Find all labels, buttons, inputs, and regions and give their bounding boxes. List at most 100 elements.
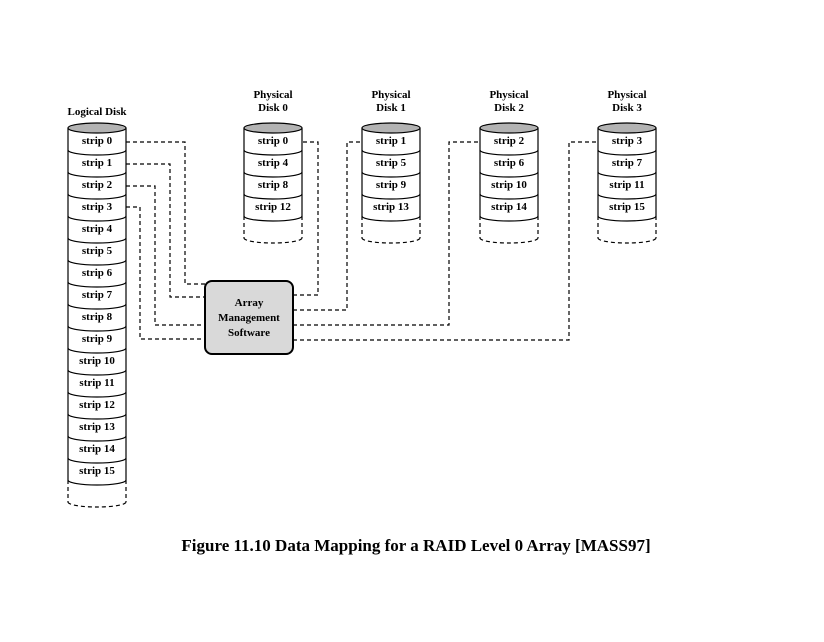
software-box-line3: Software — [228, 327, 270, 339]
physical-disk-1-strip-divider — [361, 193, 421, 200]
logical-disk-strip-1: strip 1 — [82, 157, 112, 169]
logical-disk-strip-divider — [67, 347, 127, 354]
physical-disk-3-strip-0: strip 3 — [612, 135, 643, 147]
figure-caption: Figure 11.10 Data Mapping for a RAID Lev… — [181, 536, 650, 555]
physical-disk-3-title-line1: Physical — [607, 89, 646, 101]
physical-disk-2-title-line2: Disk 2 — [494, 102, 524, 114]
physical-disk-1-bottom-dashed — [361, 237, 421, 244]
logical-disk-strip-15: strip 15 — [79, 465, 115, 477]
mapping-line-6 — [293, 141, 480, 326]
physical-disk-3: Physical Disk 3 strip 3 strip 7 strip 11 st… — [597, 89, 657, 244]
mapping-lines — [126, 141, 598, 341]
array-management-software-box: Array Management Software — [204, 280, 294, 355]
logical-disk-strip-6: strip 6 — [82, 267, 113, 279]
physical-disk-2-title-line1: Physical — [489, 89, 528, 101]
physical-disk-0-top — [243, 122, 303, 134]
logical-disk-strip-2: strip 2 — [82, 179, 113, 191]
physical-disk-3-top — [597, 122, 657, 134]
logical-disk-strip-divider — [67, 457, 127, 464]
physical-disk-0-strip-2: strip 8 — [258, 179, 289, 191]
mapping-line-4 — [293, 141, 319, 296]
physical-disk-1-title-line1: Physical — [371, 89, 410, 101]
physical-disk-0-strip-divider — [243, 149, 303, 156]
software-box-line1: Array — [235, 297, 264, 309]
physical-disk-3-strip-divider — [597, 193, 657, 200]
physical-disk-1-strip-divider — [361, 215, 421, 222]
logical-disk-top — [67, 122, 127, 134]
physical-disk-2: Physical Disk 2 strip 2 strip 6 strip 10 st… — [479, 89, 539, 244]
logical-disk-strip-divider — [67, 171, 127, 178]
physical-disk-1-strip-divider — [361, 171, 421, 178]
physical-disk-0-strip-divider — [243, 193, 303, 200]
physical-disk-0-strip-divider — [243, 215, 303, 222]
logical-disk-strip-divider — [67, 259, 127, 266]
physical-disk-0-strip-3: strip 12 — [255, 201, 291, 213]
logical-disk-strip-14: strip 14 — [79, 443, 115, 455]
logical-disk-strip-0: strip 0 — [82, 135, 113, 147]
physical-disk-3-strip-3: strip 15 — [609, 201, 645, 213]
physical-disk-3-title-line2: Disk 3 — [612, 102, 642, 114]
logical-disk-strip-divider — [67, 435, 127, 442]
physical-disk-0-title-line1: Physical — [253, 89, 292, 101]
physical-disk-3-strip-2: strip 11 — [609, 179, 644, 191]
mapping-line-7 — [293, 141, 598, 341]
physical-disks: Physical Disk 0 strip 0 strip 4 strip 8 str… — [243, 89, 657, 244]
logical-disk-strip-divider — [67, 413, 127, 420]
logical-disk-strip-3: strip 3 — [82, 201, 113, 213]
logical-disk-strip-divider — [67, 369, 127, 376]
logical-disk-strip-9: strip 9 — [82, 333, 113, 345]
logical-disk-strip-divider — [67, 479, 127, 486]
logical-disk-strip-8: strip 8 — [82, 311, 113, 323]
physical-disk-0-title-line2: Disk 0 — [258, 102, 288, 114]
logical-disk-strip-7: strip 7 — [82, 289, 113, 301]
mapping-line-0 — [126, 141, 205, 285]
physical-disk-2-strip-divider — [479, 215, 539, 222]
physical-disk-0-bottom-dashed — [243, 237, 303, 244]
physical-disk-3-bottom-dashed — [597, 237, 657, 244]
logical-disk-strip-divider — [67, 281, 127, 288]
logical-disk-strip-divider — [67, 325, 127, 332]
logical-disk-strip-divider — [67, 215, 127, 222]
mapping-line-1 — [126, 163, 205, 298]
physical-disk-0-strip-divider — [243, 171, 303, 178]
logical-disk-bottom-dashed — [67, 501, 127, 508]
physical-disk-2-bottom-dashed — [479, 237, 539, 244]
logical-disk-strip-divider — [67, 193, 127, 200]
physical-disk-1-strip-3: strip 13 — [373, 201, 409, 213]
logical-disk-strip-4: strip 4 — [82, 223, 113, 235]
logical-disk-strip-divider — [67, 303, 127, 310]
physical-disk-2-strip-2: strip 10 — [491, 179, 527, 191]
physical-disk-1-strip-0: strip 1 — [376, 135, 406, 147]
physical-disk-1-strip-2: strip 9 — [376, 179, 407, 191]
physical-disk-3-strip-divider — [597, 149, 657, 156]
physical-disk-2-strip-0: strip 2 — [494, 135, 525, 147]
logical-disk-title: Logical Disk — [68, 106, 128, 118]
physical-disk-0-strip-1: strip 4 — [258, 157, 289, 169]
logical-disk-strip-divider — [67, 237, 127, 244]
logical-disk-strip-11: strip 11 — [79, 377, 114, 389]
physical-disk-2-strip-3: strip 14 — [491, 201, 527, 213]
mapping-line-2 — [126, 185, 205, 326]
physical-disk-2-top — [479, 122, 539, 134]
logical-disk-strip-10: strip 10 — [79, 355, 115, 367]
physical-disk-3-strip-1: strip 7 — [612, 157, 643, 169]
physical-disk-2-strip-1: strip 6 — [494, 157, 525, 169]
software-box-frame — [204, 280, 294, 355]
physical-disk-3-strip-divider — [597, 171, 657, 178]
logical-disk-strip-divider — [67, 149, 127, 156]
physical-disk-1-strip-divider — [361, 149, 421, 156]
logical-disk-strip-divider — [67, 391, 127, 398]
physical-disk-1-strip-1: strip 5 — [376, 157, 407, 169]
physical-disk-2-strip-divider — [479, 193, 539, 200]
software-box-line2: Management — [218, 312, 280, 324]
physical-disk-3-strip-divider — [597, 215, 657, 222]
physical-disk-0-strip-0: strip 0 — [258, 135, 289, 147]
physical-disk-2-strip-divider — [479, 149, 539, 156]
physical-disk-2-strip-divider — [479, 171, 539, 178]
logical-disk-strip-5: strip 5 — [82, 245, 113, 257]
mapping-line-3 — [126, 206, 205, 340]
physical-disk-1-top — [361, 122, 421, 134]
